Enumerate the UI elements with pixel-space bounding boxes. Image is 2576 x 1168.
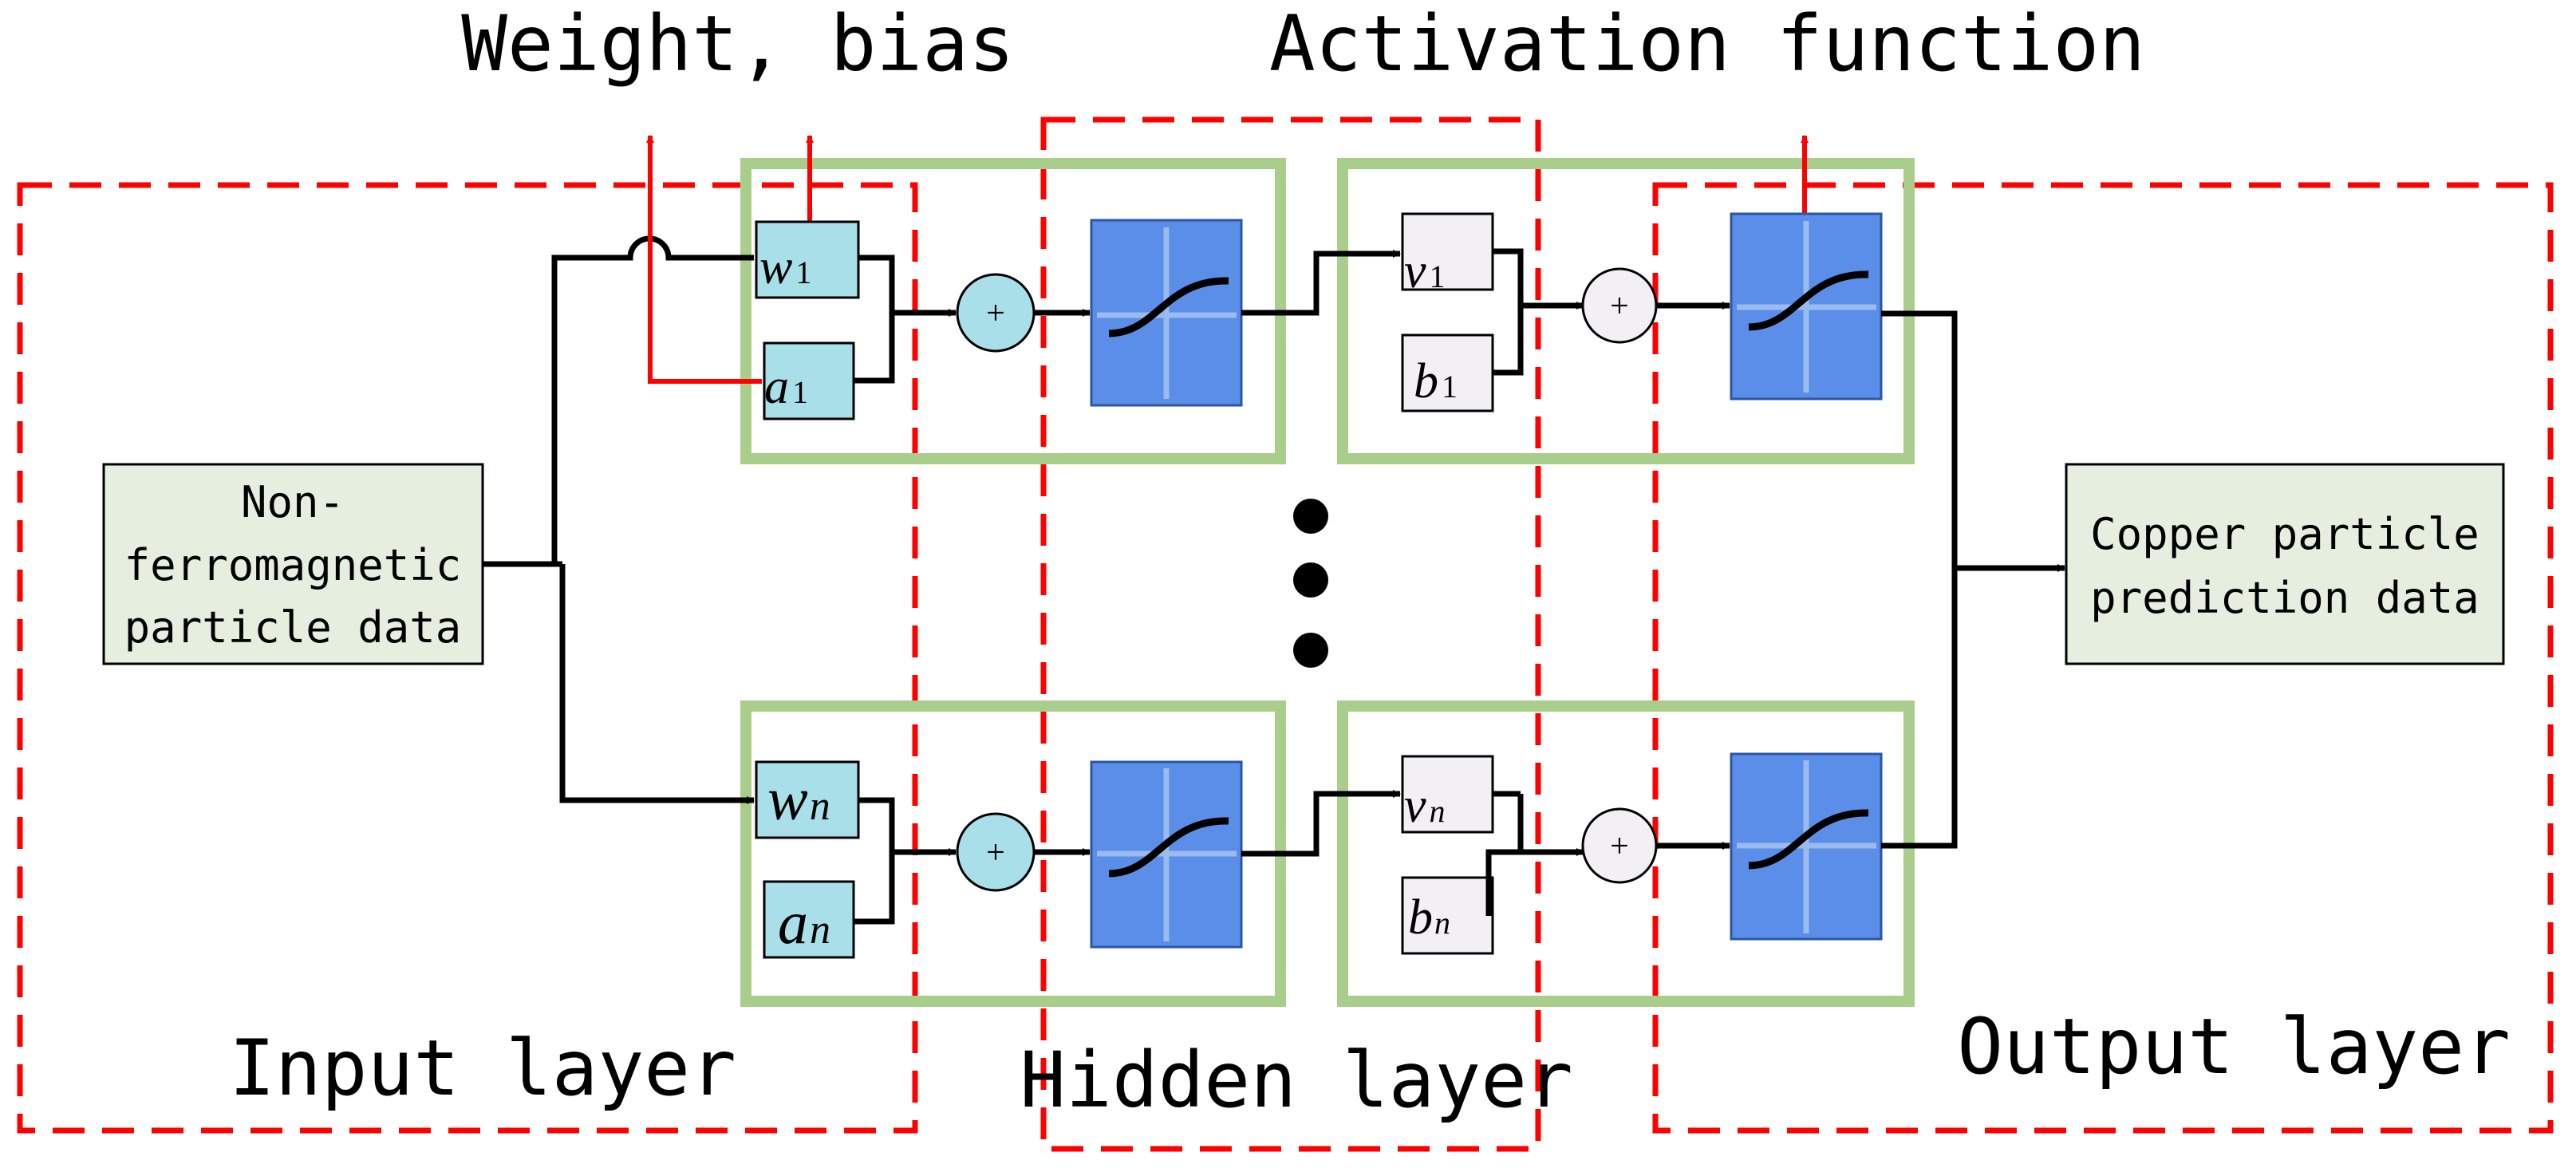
bn-subscript: n bbox=[1434, 905, 1450, 941]
wn-subscript: n bbox=[810, 783, 830, 829]
input-box-line1: Non- bbox=[241, 477, 345, 527]
output-layer-region bbox=[1652, 182, 2554, 1134]
sigmoid-curve-icon bbox=[1748, 270, 1869, 331]
input-to-wn-wire bbox=[559, 564, 755, 804]
a1-symbol: a bbox=[764, 360, 789, 414]
output-box-line1: Copper particle bbox=[2090, 509, 2479, 559]
output-data-box: Copper particle prediction data bbox=[2065, 463, 2505, 665]
hidden-layer-label: Hidden layer bbox=[1020, 1036, 1573, 1125]
sigmoid-curve-icon bbox=[1108, 817, 1229, 878]
output-neuron-bottom-frame bbox=[1337, 700, 1915, 1007]
output-box-line2: prediction data bbox=[2090, 573, 2479, 623]
ellipsis-dot bbox=[1293, 562, 1328, 598]
bias-box-bn bbox=[1401, 876, 1494, 955]
svg-text:bn: bn bbox=[1408, 890, 1450, 945]
input-box-line2: ferromagnetic bbox=[124, 540, 462, 590]
bn-symbol: b bbox=[1408, 890, 1433, 945]
output-merge-wire bbox=[1881, 310, 1958, 849]
weight-box-w1 bbox=[755, 220, 860, 299]
svg-text:a1: a1 bbox=[764, 360, 808, 414]
input-layer-region bbox=[17, 182, 918, 1134]
svg-text:an: an bbox=[778, 890, 830, 957]
bias-pointer-arrow bbox=[646, 135, 762, 384]
b1-subscript: 1 bbox=[1442, 369, 1458, 404]
an-symbol: a bbox=[778, 890, 808, 957]
hidden-sum-symbol-bottom: + bbox=[986, 835, 1005, 871]
weight-box-vn bbox=[1401, 755, 1494, 834]
input-split-wire bbox=[551, 235, 754, 564]
sigmoid-curve-icon bbox=[1748, 809, 1869, 870]
hidden-sum-symbol-top: + bbox=[986, 295, 1005, 332]
svg-text:wn: wn bbox=[767, 766, 830, 833]
b1-symbol: b bbox=[1414, 354, 1438, 408]
bias-box-a1 bbox=[763, 341, 855, 420]
a1-subscript: 1 bbox=[792, 374, 808, 410]
svg-text:w1: w1 bbox=[759, 240, 811, 294]
hidden-neuron-bottom: wn an + bbox=[755, 760, 1401, 959]
svg-text:b1: b1 bbox=[1414, 354, 1458, 408]
v1-subscript: 1 bbox=[1430, 258, 1446, 294]
ellipsis-dot bbox=[1293, 499, 1328, 534]
input-data-box: Non- ferromagnetic particle data bbox=[102, 463, 484, 665]
vn-subscript: n bbox=[1430, 793, 1446, 829]
w1-subscript: 1 bbox=[795, 255, 811, 290]
hidden-layer-region bbox=[1040, 116, 1541, 1152]
bias-box-b1 bbox=[1401, 333, 1494, 412]
weight-box-wn bbox=[755, 760, 860, 839]
bias-box-an bbox=[763, 880, 855, 959]
output-layer-label: Output layer bbox=[1957, 1002, 2511, 1091]
svg-text:vn: vn bbox=[1404, 779, 1446, 833]
activation-function-label: Activation function bbox=[1269, 0, 2145, 89]
wn-symbol: w bbox=[767, 766, 808, 833]
an-subscript: n bbox=[810, 907, 830, 953]
input-box-line3: particle data bbox=[124, 602, 462, 653]
w1-symbol: w bbox=[759, 240, 792, 294]
vn-symbol: v bbox=[1404, 779, 1426, 833]
sigmoid-curve-icon bbox=[1108, 277, 1229, 337]
svg-text:v1: v1 bbox=[1404, 244, 1446, 298]
ellipsis-dot bbox=[1293, 633, 1328, 668]
weight-bias-label: Weight, bias bbox=[461, 0, 1015, 89]
output-sum-symbol-top: + bbox=[1610, 288, 1629, 325]
output-sum-symbol-bottom: + bbox=[1610, 828, 1629, 865]
input-layer-label: Input layer bbox=[229, 1024, 736, 1113]
v1-symbol: v bbox=[1404, 244, 1426, 298]
